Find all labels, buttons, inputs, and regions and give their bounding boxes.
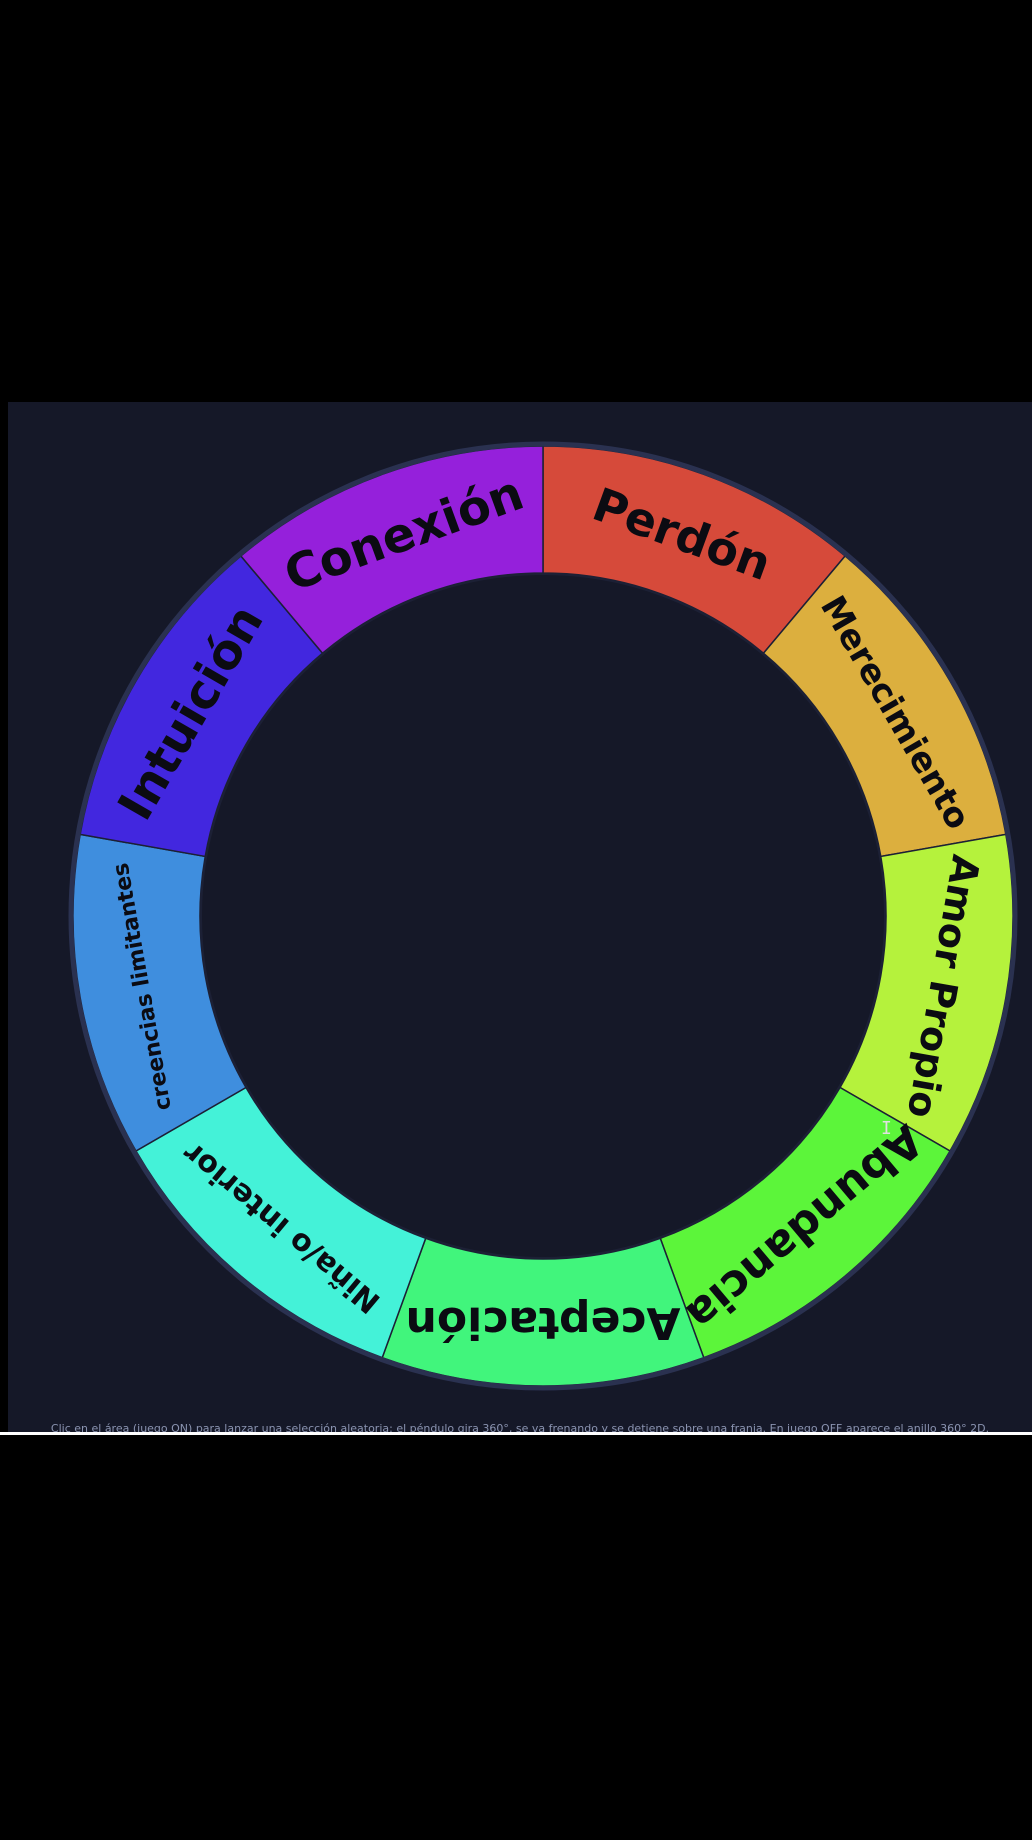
bottom-divider [0, 1432, 1032, 1435]
wheel-segment-label: Aceptación [406, 1297, 681, 1348]
text-cursor-icon: I [881, 1118, 892, 1139]
wheel-outer-border [68, 441, 1018, 1391]
wheel-inner-border [200, 573, 886, 1259]
